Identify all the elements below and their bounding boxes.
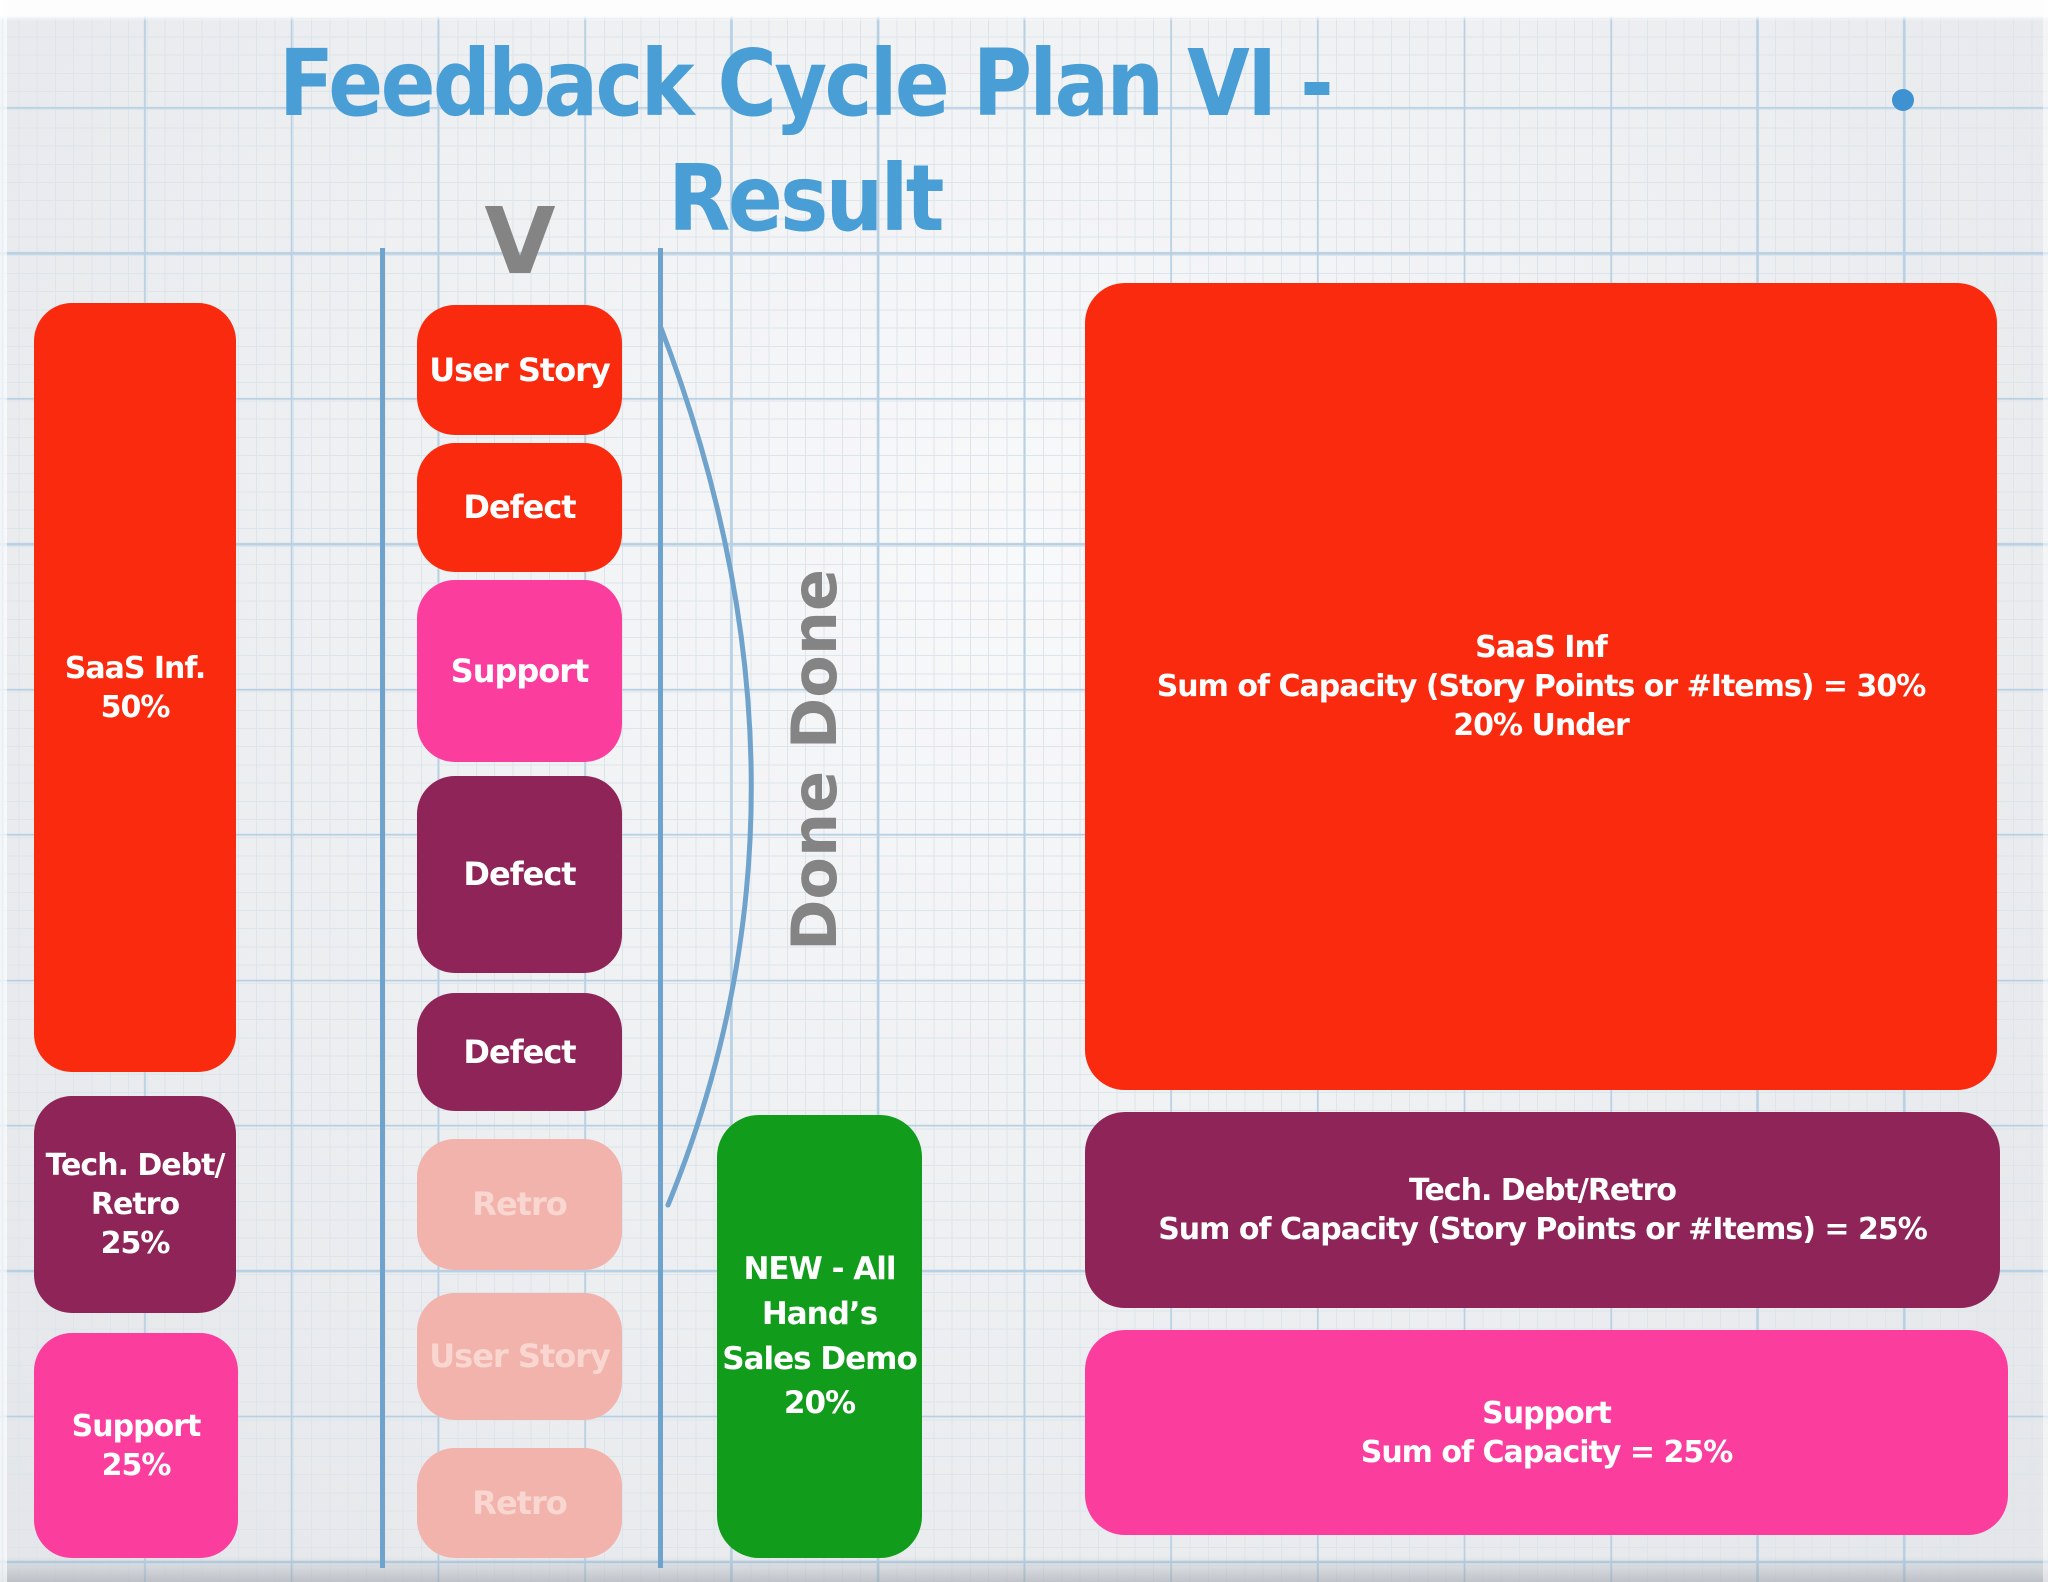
backlog-item-label: Defect — [463, 855, 576, 894]
green-box-line: Hand’s — [761, 1295, 878, 1332]
new-all-hands-box: NEW - All Hand’s Sales Demo 20% — [717, 1115, 922, 1558]
result-detail: 20% Under — [1453, 708, 1630, 743]
capacity-label: SaaS Inf. — [64, 650, 206, 686]
paper-bottom-edge — [0, 1556, 2048, 1582]
result-detail: Sum of Capacity = 25% — [1360, 1434, 1734, 1470]
result-title: SaaS Inf — [1475, 630, 1608, 665]
paper-left-edge — [0, 0, 7, 1582]
result-box-saas-inf: SaaS Inf Sum of Capacity (Story Points o… — [1085, 283, 1997, 1090]
done-done-label: Done Done — [778, 568, 851, 952]
backlog-item-user-story: User Story — [417, 305, 622, 435]
done-done-arc — [658, 325, 754, 1208]
backlog-item-label: Retro — [472, 1483, 567, 1522]
page-title: Feedback Cycle Plan VI - Result — [278, 30, 1334, 252]
result-title: Tech. Debt/Retro — [1408, 1173, 1677, 1208]
backlog-item-support: Support — [417, 580, 622, 762]
green-box-line: NEW - All — [743, 1250, 896, 1287]
backlog-item-label: User Story — [429, 1337, 611, 1376]
grid-dot — [1892, 89, 1914, 111]
backlog-item-label: Defect — [463, 1032, 576, 1071]
backlog-item-retro-faded: Retro — [417, 1139, 622, 1270]
result-detail: Sum of Capacity (Story Points or #Items)… — [1158, 1212, 1928, 1247]
capacity-label: Retro — [90, 1187, 180, 1222]
result-detail: Sum of Capacity (Story Points or #Items)… — [1156, 669, 1927, 704]
green-box-percent: 20% — [783, 1385, 856, 1422]
result-box-support: Support Sum of Capacity = 25% — [1085, 1330, 2008, 1535]
capacity-percent: 25% — [100, 1226, 171, 1261]
capacity-box-saas-inf: SaaS Inf. 50% — [34, 303, 236, 1072]
paper-right-edge — [2043, 0, 2048, 1582]
backlog-item-defect: Defect — [417, 443, 622, 572]
backlog-item-label: Support — [450, 651, 590, 690]
capacity-percent: 25% — [101, 1447, 172, 1483]
result-title: Support — [1482, 1395, 1612, 1431]
paper-top-edge — [0, 0, 2048, 21]
backlog-item-label: Retro — [472, 1185, 567, 1224]
backlog-item-retro-faded: Retro — [417, 1448, 622, 1558]
backlog-item-defect: Defect — [417, 993, 622, 1111]
backlog-item-defect: Defect — [417, 776, 622, 973]
capacity-box-tech-debt: Tech. Debt/ Retro 25% — [34, 1096, 236, 1313]
capacity-percent: 50% — [100, 689, 171, 725]
green-box-line: Sales Demo — [722, 1340, 917, 1377]
backlog-item-label: User Story — [429, 350, 611, 389]
backlog-item-user-story-faded: User Story — [417, 1293, 622, 1420]
result-box-tech-debt: Tech. Debt/Retro Sum of Capacity (Story … — [1085, 1112, 2000, 1308]
capacity-box-support: Support 25% — [34, 1333, 238, 1558]
capacity-label: Tech. Debt/ — [45, 1148, 226, 1183]
insertion-marker-v: V — [484, 188, 556, 295]
backlog-item-label: Defect — [463, 488, 576, 527]
capacity-label: Support — [71, 1408, 202, 1444]
